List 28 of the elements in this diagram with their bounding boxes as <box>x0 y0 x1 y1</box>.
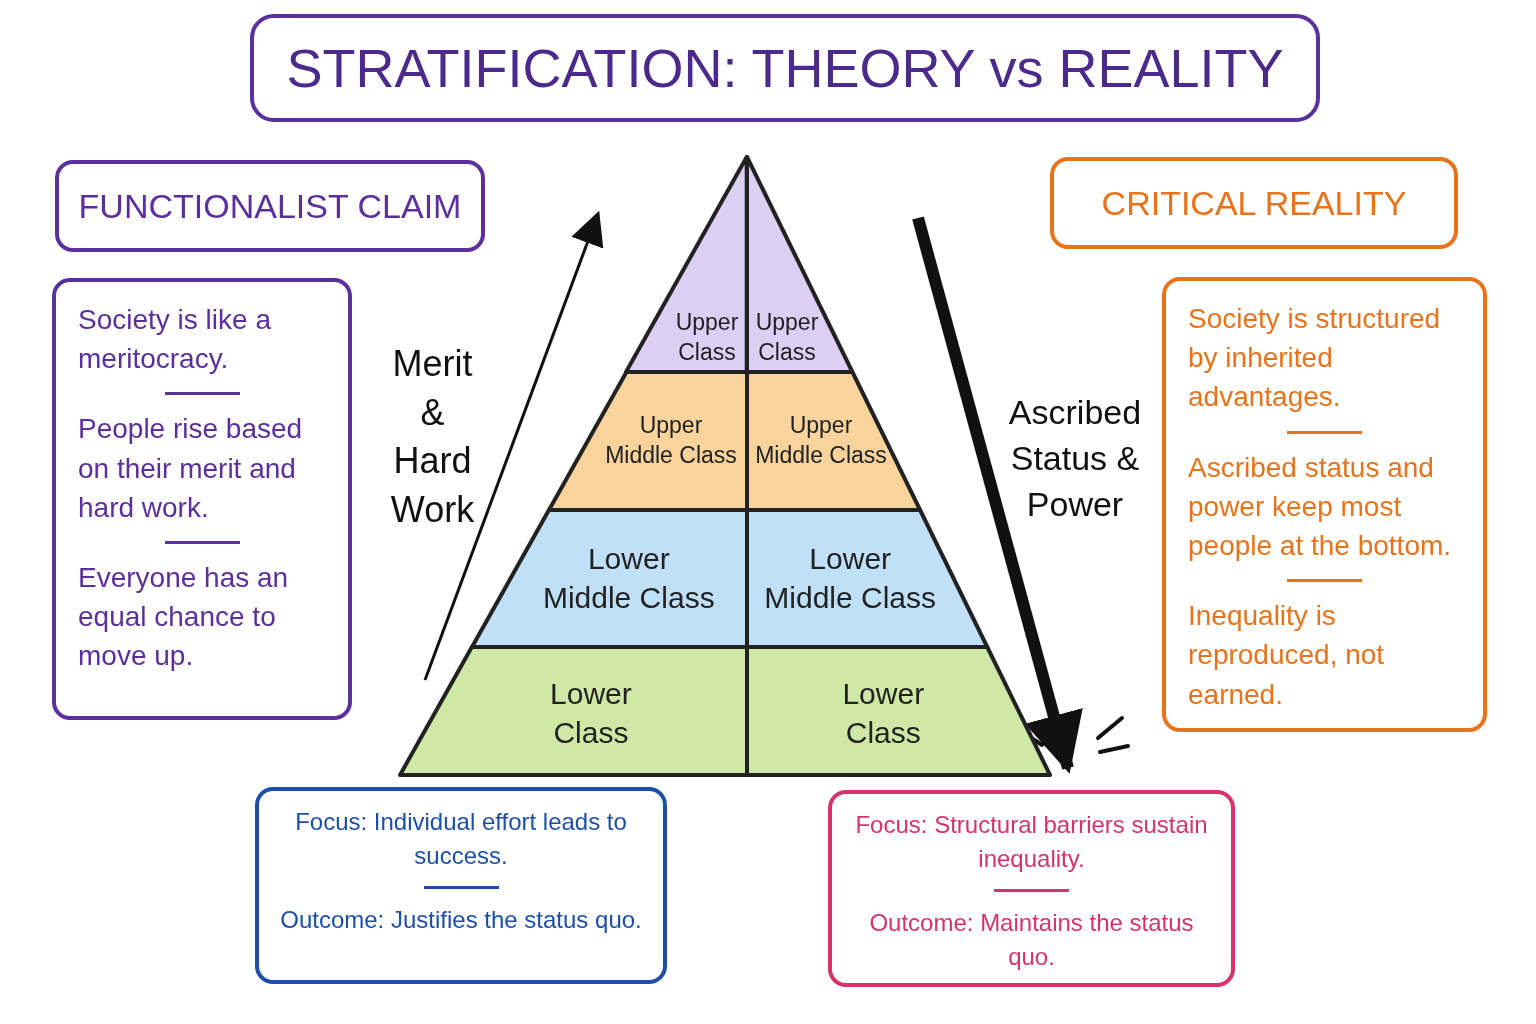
text-card <box>52 278 352 720</box>
arrow <box>912 216 1083 774</box>
arrow-caption: Ascribed Status & Power <box>1007 392 1143 525</box>
card-text: Outcome: Justifies the status quo. <box>279 905 643 936</box>
tier-label: Upper Middle Class <box>754 411 888 470</box>
tier-label: Upper Class <box>674 308 740 367</box>
text-card <box>255 787 667 984</box>
text-card <box>828 790 1235 987</box>
section-heading: CRITICAL REALITY <box>1050 157 1458 249</box>
tier-label: Lower Class <box>549 676 633 751</box>
card-text: Focus: Individual effort leads to success. <box>294 807 628 871</box>
section-heading: FUNCTIONALIST CLAIM <box>55 160 485 252</box>
arrow-caption: Merit & Hard Work <box>389 342 476 532</box>
card-text: Focus: Structural barriers sustain inequality. <box>854 810 1209 874</box>
tier-label: Lower Middle Class <box>541 541 716 616</box>
tier-label: Upper Middle Class <box>604 411 738 470</box>
card-text: Everyone has an equal chance to move up. <box>78 560 290 674</box>
tier-label: Lower Middle Class <box>763 541 938 616</box>
card-text: Society is structured by inherited advantages. <box>1188 302 1442 415</box>
tier-label: Lower Class <box>841 676 926 751</box>
title-banner: STRATIFICATION: THEORY vs REALITY <box>250 14 1320 122</box>
card-text: Outcome: Maintains the status quo. <box>868 908 1195 972</box>
card-text: Inequality is reproduced, not earned. <box>1188 599 1386 712</box>
card-text: People rise based on their merit and hard work. <box>78 412 304 525</box>
card-text: Society is like a meritocracy. <box>78 303 272 377</box>
card-text: Ascribed status and power keep most people at the bottom. <box>1188 450 1453 563</box>
tier-label: Upper Class <box>754 308 820 367</box>
text-card <box>1162 277 1487 732</box>
